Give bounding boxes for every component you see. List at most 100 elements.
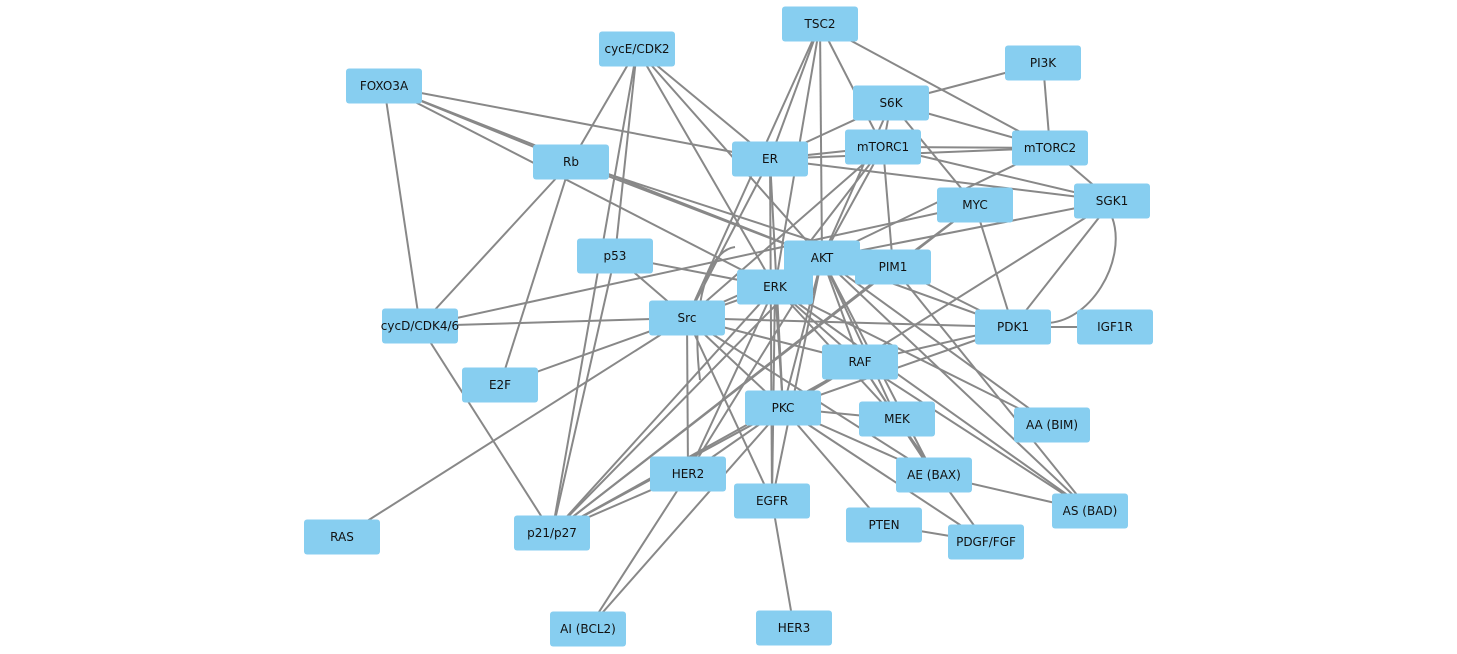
node-box xyxy=(845,129,921,165)
node-mek: MEK xyxy=(859,401,935,437)
edge-cycd-p21 xyxy=(419,325,553,534)
node-box xyxy=(745,390,821,426)
edge-cyce-akt xyxy=(636,48,823,259)
edge-src-egfr xyxy=(686,317,773,502)
node-pten: PTEN xyxy=(846,507,922,543)
node-s6k: S6K xyxy=(853,85,929,121)
edge-pkc-pten xyxy=(782,407,885,526)
node-label: PKC xyxy=(772,401,795,415)
node-box xyxy=(650,456,726,492)
node-label: MYC xyxy=(962,198,987,212)
edge-erk-aa xyxy=(774,286,1053,426)
node-label: p53 xyxy=(604,249,627,263)
node-box xyxy=(784,240,860,276)
node-ras: RAS xyxy=(304,519,380,555)
edge-cyce-rb xyxy=(570,48,638,163)
node-box xyxy=(859,401,935,437)
node-box xyxy=(822,344,898,380)
node-cyce: cycE/CDK2 xyxy=(599,31,675,67)
node-pi3k: PI3K xyxy=(1005,45,1081,81)
edge-myc-pdk1 xyxy=(974,204,1014,328)
edge-rb-akt xyxy=(570,161,823,259)
edge-rb-e2f xyxy=(499,161,572,386)
node-label: TSC2 xyxy=(804,17,836,31)
node-label: cycE/CDK2 xyxy=(604,42,669,56)
node-box xyxy=(1005,45,1081,81)
edge-akt-mek xyxy=(821,257,898,420)
edge-er-sgk1 xyxy=(769,158,1113,202)
edge-erk-as xyxy=(774,286,1091,512)
node-label: HER3 xyxy=(778,621,811,635)
node-label: EGFR xyxy=(756,494,788,508)
edge-mtorc2-akt xyxy=(821,147,1051,259)
node-box xyxy=(533,144,609,180)
node-box xyxy=(853,85,929,121)
edge-pkc-pdgf xyxy=(782,407,987,543)
node-igf1r: IGF1R xyxy=(1077,309,1153,345)
edge-akt-aa xyxy=(821,257,1053,426)
edge-pim1-as xyxy=(892,266,1091,512)
edge-raf-as xyxy=(859,361,1091,512)
edge-sgk1-akt xyxy=(821,200,1113,259)
node-label: AS (BAD) xyxy=(1063,504,1118,518)
node-box xyxy=(732,141,808,177)
node-label: E2F xyxy=(489,378,511,392)
edge-cyce-p53 xyxy=(614,48,638,257)
node-egfr: EGFR xyxy=(734,483,810,519)
node-label: IGF1R xyxy=(1097,320,1133,334)
node-ae: AE (BAX) xyxy=(896,457,972,493)
node-p21: p21/p27 xyxy=(514,515,590,551)
edge-p53-p21 xyxy=(551,255,616,534)
edge-er-src xyxy=(686,158,771,319)
node-label: MEK xyxy=(884,412,911,426)
node-pkc: PKC xyxy=(745,390,821,426)
node-label: AKT xyxy=(811,251,834,265)
node-as: AS (BAD) xyxy=(1052,493,1128,529)
node-box xyxy=(649,300,725,336)
node-label: ERK xyxy=(763,280,788,294)
node-box xyxy=(346,68,422,104)
node-box xyxy=(462,367,538,403)
edge-foxo3a-cycd xyxy=(383,85,421,327)
edge-rb-cycd xyxy=(419,161,572,327)
node-label: mTORC1 xyxy=(857,140,909,154)
node-mtorc2: mTORC2 xyxy=(1012,130,1088,166)
node-foxo3a: FOXO3A xyxy=(346,68,422,104)
edge-tsc2-akt xyxy=(819,23,823,259)
node-box xyxy=(896,457,972,493)
node-akt: AKT xyxy=(784,240,860,276)
edge-src-her2 xyxy=(686,317,689,475)
edge-mtorc1-akt xyxy=(821,146,884,259)
node-label: RAS xyxy=(330,530,354,544)
node-box xyxy=(1077,309,1153,345)
edge-cyce-er xyxy=(636,48,771,160)
node-e2f: E2F xyxy=(462,367,538,403)
node-box xyxy=(514,515,590,551)
node-box xyxy=(1014,407,1090,443)
node-her3: HER3 xyxy=(756,610,832,646)
edge-akt-as xyxy=(821,257,1091,512)
node-box xyxy=(756,610,832,646)
edge-er-egfr xyxy=(769,158,773,502)
node-label: mTORC2 xyxy=(1024,141,1076,155)
node-box xyxy=(304,519,380,555)
edge-foxo3a-erk xyxy=(383,85,776,288)
edge-src-ras xyxy=(341,317,688,538)
edge-her2-ai xyxy=(587,473,689,630)
node-label: AA (BIM) xyxy=(1026,418,1078,432)
node-box xyxy=(599,31,675,67)
node-box xyxy=(577,238,653,274)
node-box xyxy=(737,269,813,305)
edge-foxo3a-er xyxy=(383,85,771,160)
node-label: ER xyxy=(762,152,778,166)
node-label: RAF xyxy=(849,355,872,369)
node-mtorc1: mTORC1 xyxy=(845,129,921,165)
node-box xyxy=(382,308,458,344)
node-box xyxy=(855,249,931,285)
node-pim1: PIM1 xyxy=(855,249,931,285)
node-box xyxy=(1012,130,1088,166)
edge-mtorc1-pim1 xyxy=(882,146,894,268)
edge-myc-cycd xyxy=(419,204,976,327)
edge-curve-sgk1-pdk1 xyxy=(1042,216,1117,325)
